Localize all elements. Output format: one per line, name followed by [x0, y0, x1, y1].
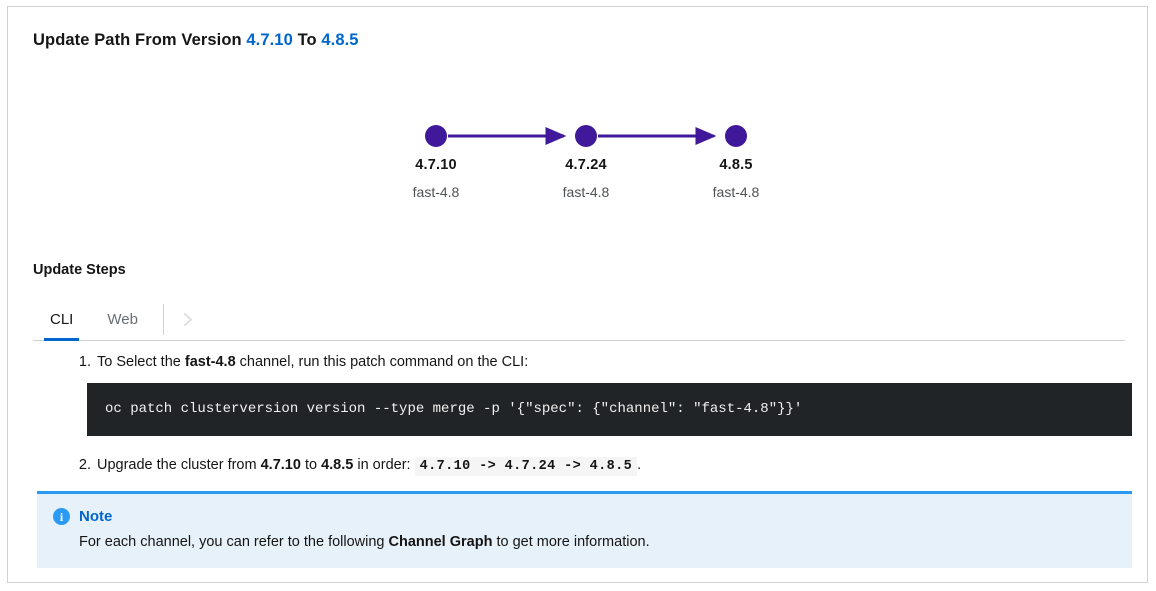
title-conjunction: To — [297, 31, 317, 49]
page-title-prefix: Update Path From Version — [33, 31, 242, 49]
step-1-channel: fast-4.8 — [184, 354, 236, 370]
tab-cli-label: CLI — [50, 311, 74, 328]
step-2-text-mid: to — [300, 456, 322, 473]
graph-node-channel-1: fast-4.8 — [412, 184, 460, 200]
tab-web[interactable]: Web — [90, 299, 155, 340]
update-steps-title: Update Steps — [33, 262, 126, 278]
update-step-1: 1. To Select the fast-4.8 channel, run t… — [33, 352, 1132, 436]
graph-node-label-3: 4.8.5 fast-4.8 — [656, 157, 816, 200]
step-2-from-version: 4.7.10 — [260, 456, 301, 473]
page-title: Update Path From Version 4.7.10 To 4.8.5 — [33, 31, 359, 50]
chevron-right-icon — [184, 312, 193, 327]
tab-divider — [162, 304, 164, 335]
patch-command-code-block[interactable]: oc patch clusterversion version --type m… — [87, 382, 1132, 436]
upgrade-order-inline-code: 4.7.10 -> 4.7.24 -> 4.8.5 — [414, 456, 638, 476]
step-1-number: 1. — [78, 354, 91, 370]
note-alert-body: For each channel, you can refer to the f… — [79, 534, 1116, 550]
graph-node-label-1: 4.7.10 fast-4.8 — [356, 157, 516, 200]
step-1-text-before: To Select the — [97, 354, 185, 370]
update-path-graph: 4.7.10 fast-4.8 4.7.24 fast-4.8 4.8.5 fa… — [8, 103, 1147, 218]
update-path-card: Update Path From Version 4.7.10 To 4.8.5 — [7, 6, 1148, 583]
note-alert: i Note For each channel, you can refer t… — [37, 491, 1132, 568]
graph-node-version-3: 4.8.5 — [719, 157, 753, 173]
graph-node-channel-3: fast-4.8 — [712, 184, 760, 200]
tab-scroll-right-button[interactable] — [164, 299, 214, 340]
graph-node-3 — [725, 125, 747, 147]
graph-node-label-2: 4.7.24 fast-4.8 — [506, 157, 666, 200]
step-2-text: Upgrade the cluster from 4.7.10 to 4.8.5… — [97, 455, 1132, 477]
step-2-text-order: in order: — [353, 456, 415, 473]
note-body-after: to get more information. — [492, 534, 650, 550]
graph-node-channel-2: fast-4.8 — [562, 184, 610, 200]
graph-node-version-1: 4.7.10 — [415, 157, 457, 173]
step-2-text-before: Upgrade the cluster from — [97, 456, 261, 473]
channel-graph-label: Channel Graph — [388, 534, 493, 550]
tab-cli[interactable]: CLI — [33, 299, 90, 341]
step-2-number: 2. — [78, 456, 91, 473]
note-alert-header: i Note — [53, 508, 1116, 525]
note-body-before: For each channel, you can refer to the f… — [79, 534, 389, 550]
to-version: 4.8.5 — [321, 31, 359, 49]
note-alert-title: Note — [79, 508, 113, 525]
tab-web-label: Web — [107, 311, 138, 328]
graph-node-1 — [425, 125, 447, 147]
graph-node-2 — [575, 125, 597, 147]
from-version: 4.7.10 — [246, 31, 293, 49]
update-steps-list: 1. To Select the fast-4.8 channel, run t… — [33, 352, 1132, 477]
step-1-text: To Select the fast-4.8 channel, run this… — [97, 352, 1132, 374]
graph-node-version-2: 4.7.24 — [565, 157, 607, 173]
step-1-text-after: channel, run this patch command on the C… — [235, 354, 529, 370]
step-2-text-end: . — [637, 456, 642, 473]
info-circle-icon: i — [53, 508, 70, 525]
update-step-2: 2. Upgrade the cluster from 4.7.10 to 4.… — [33, 455, 1132, 477]
update-path-graph-svg — [425, 125, 747, 147]
update-steps-tabs: CLI Web — [33, 299, 1125, 341]
step-2-to-version: 4.8.5 — [321, 456, 354, 473]
